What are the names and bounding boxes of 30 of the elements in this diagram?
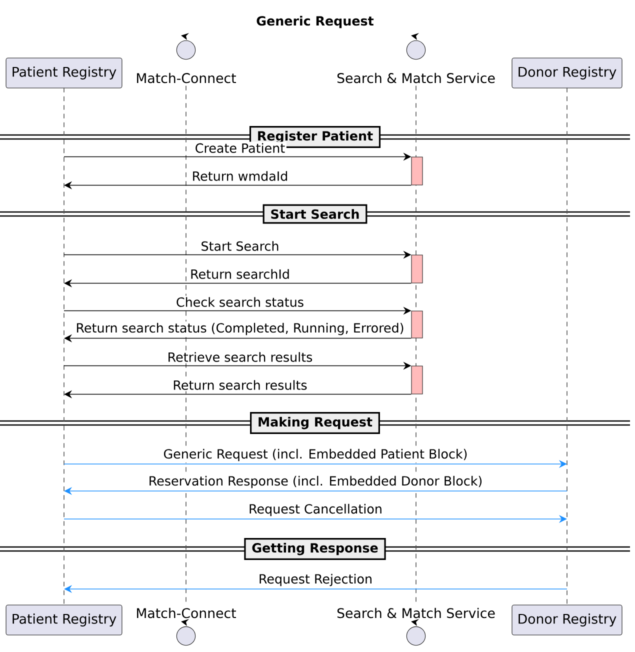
message-label: Request Cancellation [247,502,384,518]
control-participant: Search & Match Service [337,608,495,646]
control-participant: Search & Match Service [337,33,495,84]
participant-box: Donor Registry [512,58,622,88]
control-participant: Match-Connect [137,608,236,646]
activation-bar [411,310,423,338]
message-label: Retrieve search results [166,350,314,364]
message-label: Start Search [199,240,281,252]
message-label: Reservation Response (incl. Embedded Donor Block) [147,474,484,490]
node-label: Match-Connect [137,72,236,84]
message-label: Request Rejection [257,572,374,588]
message-label: Return wmdaId [190,170,290,182]
message-label: Return search status (Completed, Running, Errored) [74,322,406,336]
activation-bar [411,366,423,394]
participant-box: Donor Registry [512,604,622,636]
node-label: Search & Match Service [337,608,495,618]
activation-bar [411,156,423,186]
message-label: Return searchId [188,268,292,280]
message-label: Check search status [174,296,306,308]
node-label: Match-Connect [137,608,236,618]
message-label: Generic Request (incl. Embedded Patient Block) [162,448,470,462]
node-label: Search & Match Service [337,72,495,84]
control-participant: Match-Connect [137,33,236,84]
lifeline [566,87,568,606]
participant-box: Patient Registry [6,604,122,636]
message-label: Create Patient [194,142,286,154]
title: Generic Request [256,16,374,28]
activation-bar [411,254,423,284]
participant-box: Patient Registry [6,58,122,88]
message-label: Return search results [171,378,309,392]
